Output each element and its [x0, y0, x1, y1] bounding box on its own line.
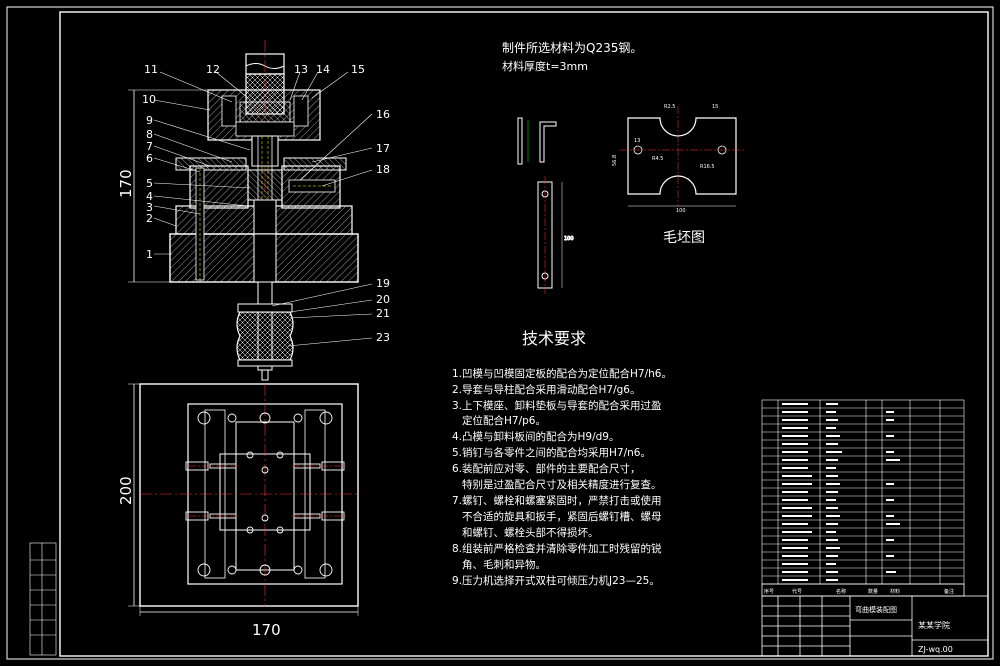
part-no-7: 7	[146, 140, 153, 153]
part-no-23: 23	[376, 331, 390, 344]
blank-dim-c: 13	[634, 138, 640, 144]
part-no-13: 13	[294, 63, 308, 76]
blank-radius-a: R2.5	[664, 104, 675, 110]
dim-plan-height-label: 200	[117, 476, 135, 505]
drawing-number: ZJ-wq.00	[918, 645, 953, 654]
tech-requirements: 1.凹模与凹模固定板的配合为定位配合H7/h6。 2.导套与导柱配合采用滑动配合…	[452, 367, 672, 587]
part-no-8: 8	[146, 128, 153, 141]
part-no-10: 10	[142, 93, 156, 106]
blank-radius-f: R16.5	[700, 164, 715, 170]
header-name: 名称	[836, 588, 846, 595]
part-no-17: 17	[376, 142, 390, 155]
tech-item: 6.装配前应对零、部件的主要配合尺寸，	[452, 462, 641, 475]
tech-item: 5.销钉与各零件之间的配合均采用H7/n6。	[452, 446, 651, 459]
part-no-6: 6	[146, 152, 153, 165]
parts-list	[761, 399, 965, 585]
blank-title: 毛坯图	[663, 230, 705, 246]
tech-item: 角、毛刺和异物。	[462, 558, 546, 571]
tech-item: 定位配合H7/p6。	[462, 414, 546, 427]
part-no-2: 2	[146, 212, 153, 225]
dimension-height-plan: 200	[117, 383, 140, 607]
part-no-12: 12	[206, 63, 220, 76]
part-no-20: 20	[376, 293, 390, 306]
blank-dim-d: 56.8	[612, 155, 618, 166]
part-no-5: 5	[146, 177, 153, 190]
blank-view: 100 R2.5 15 13 R4.5 56.8 R16.5 毛坯图	[612, 104, 744, 246]
blank-dim-e: 15	[712, 104, 718, 110]
inner-frame	[59, 11, 989, 657]
part-no-16: 16	[376, 108, 390, 121]
dim-plan-width-label: 170	[252, 621, 281, 639]
header-qty: 数量	[868, 588, 878, 595]
tech-item: 7.螺钉、螺栓和螺塞紧固时，严禁打击或使用	[452, 494, 662, 507]
blank-width-label: 100	[676, 208, 686, 214]
material-note: 制件所选材料为Q235钢。	[502, 41, 642, 55]
part-no-21: 21	[376, 307, 390, 320]
header-no: 序号	[764, 588, 774, 595]
part-no-3: 3	[146, 201, 153, 214]
tech-item: 9.压力机选择开式双柱可倾压力机J23—25。	[452, 574, 660, 587]
part-no-9: 9	[146, 114, 153, 127]
tech-item: 4.凸模与卸料板间的配合为H9/d9。	[452, 430, 619, 443]
tech-item: 2.导套与导柱配合采用滑动配合H7/g6。	[452, 383, 640, 396]
part-no-14: 14	[316, 63, 330, 76]
header-code: 代号	[792, 588, 802, 595]
plan-holes	[197, 411, 333, 577]
binding-strip	[29, 542, 57, 656]
tech-item: 3.上下模座、卸料垫板与导套的配合采用过盈	[452, 399, 662, 412]
tech-item: 1.凹模与凹模固定板的配合为定位配合H7/h6。	[452, 367, 672, 380]
parts-list-header: 序号 代号 名称 数量 材料 备注	[761, 583, 965, 597]
tech-item: 8.组装前严格检查并清除零件加工时残留的锐	[452, 542, 662, 555]
title-block	[761, 595, 989, 657]
part-no-15: 15	[351, 63, 365, 76]
thickness-note: 材料厚度t=3mm	[502, 59, 588, 73]
parts-list-rows	[782, 403, 900, 581]
part-no-19: 19	[376, 277, 390, 290]
tech-title: 技术要求	[522, 329, 586, 348]
part-no-4: 4	[146, 190, 153, 203]
tech-item: 不合适的旋具和扳手，紧固后螺钉槽、螺母	[462, 510, 662, 523]
dimension-width-plan: 170	[139, 606, 359, 639]
plan-view: 200 170	[117, 383, 359, 639]
part-profile-side: 100	[517, 117, 574, 294]
profile-length-label: 100	[564, 236, 574, 242]
tech-item: 特别是过盈配合尺寸及相关精度进行复查。	[462, 478, 662, 491]
front-section-view: 170 11 12 13	[117, 40, 390, 381]
side-bolt	[288, 179, 336, 193]
dim-height-label: 170	[117, 169, 135, 198]
part-no-11: 11	[144, 63, 158, 76]
tech-item: 和螺钉、螺栓头部不得损坏。	[462, 526, 599, 539]
part-no-1: 1	[146, 248, 153, 261]
rubber-buffer	[236, 303, 294, 367]
leader-lines	[153, 71, 373, 347]
plan-outer-base	[139, 383, 359, 607]
header-mat: 材料	[890, 588, 900, 595]
header-note: 备注	[944, 588, 954, 595]
school-name: 某某学院	[918, 620, 950, 630]
blank-radius-b: R4.5	[652, 156, 663, 162]
part-no-18: 18	[376, 163, 390, 176]
outer-frame	[6, 6, 994, 660]
dimension-height-front: 170	[117, 89, 208, 283]
drawing-name: 弯曲模装配图	[855, 605, 897, 614]
